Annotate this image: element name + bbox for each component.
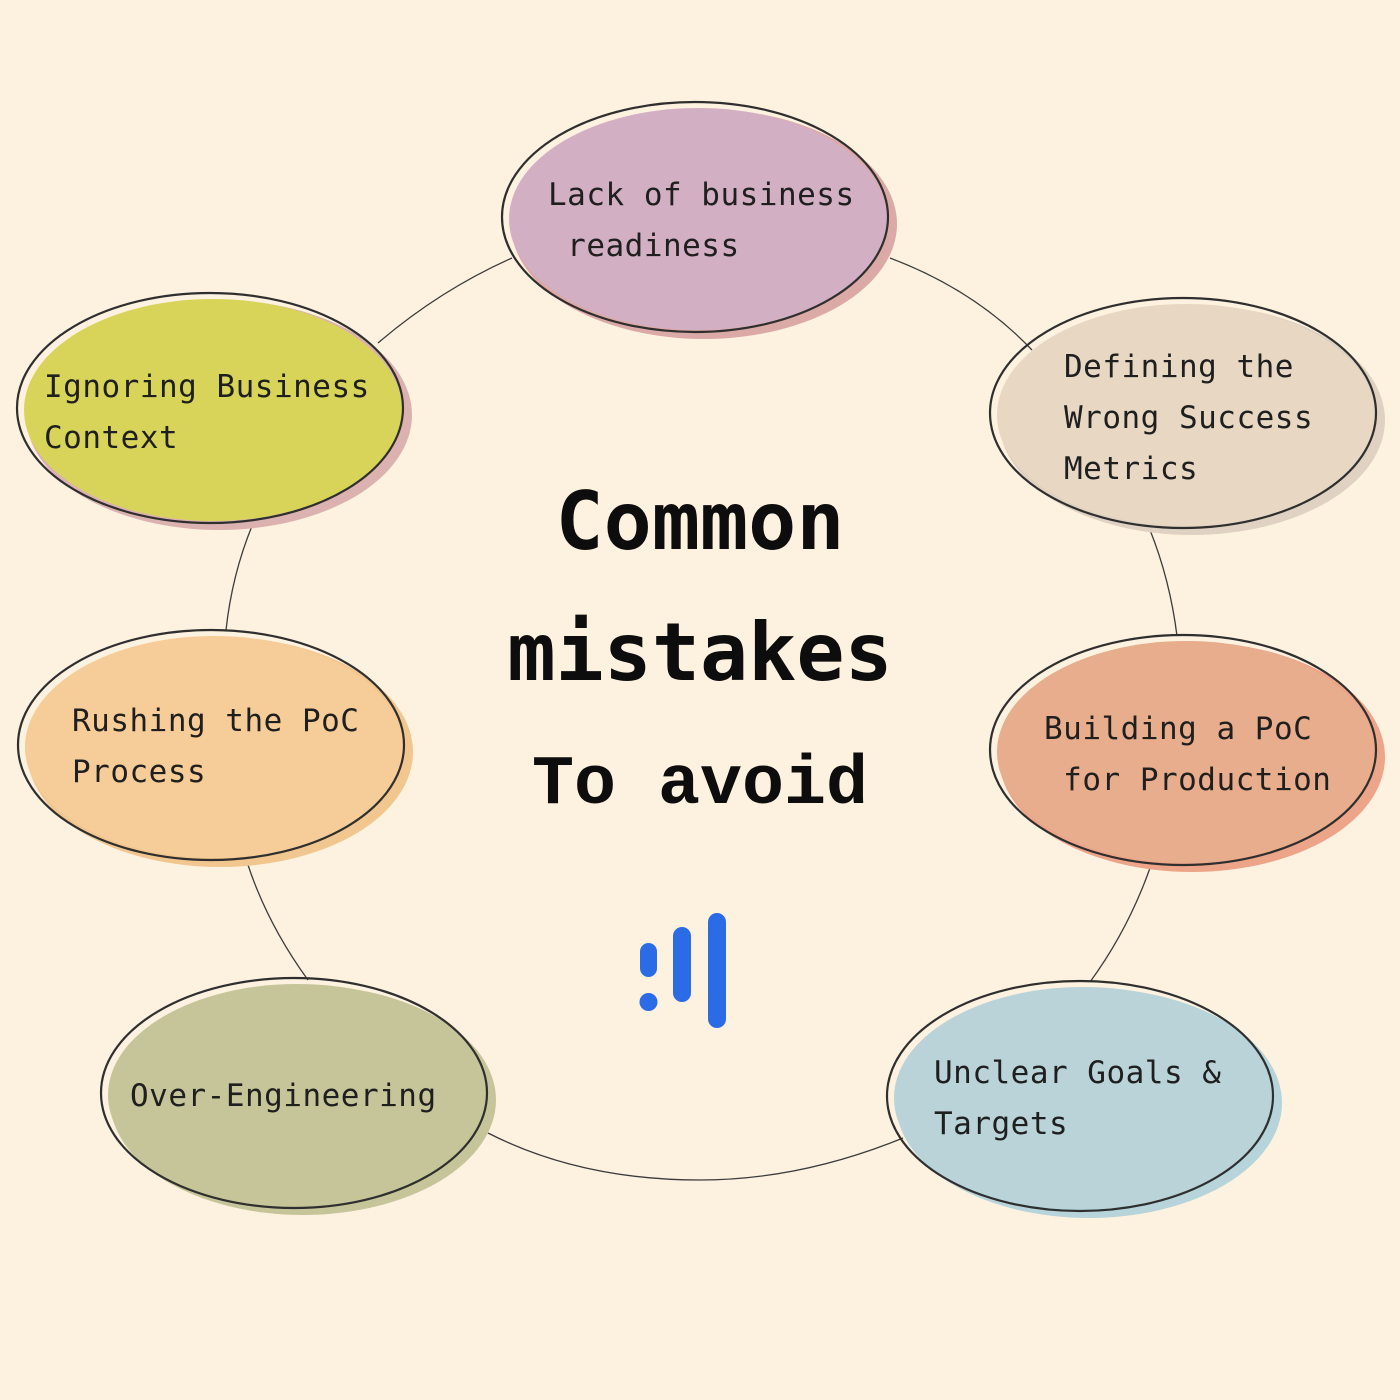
mistake-label: Ignoring Business Context: [44, 369, 370, 456]
mistake-ellipse: [15, 291, 412, 530]
mistake-node-rushing-the-poc-process: Rushing the PoC Process: [0, 610, 424, 880]
ellipse-fill: [108, 984, 486, 1206]
mistake-ellipse: [988, 296, 1385, 535]
mistake-label: Rushing the PoC Process: [72, 703, 360, 790]
mistake-ellipse: [500, 100, 897, 339]
ellipse-outline: [15, 291, 405, 525]
mistake-node-unclear-goals-targets: Unclear Goals & Targets: [867, 961, 1293, 1231]
ellipse-outline: [16, 628, 406, 862]
ellipse-fill: [25, 636, 403, 858]
mistake-node-building-poc-for-production: Building a PoC for Production: [970, 615, 1396, 885]
mistake-ellipse: [885, 979, 1282, 1218]
logo-bar-medium: [673, 927, 691, 1002]
mistake-label: Defining the Wrong Success Metrics: [1064, 349, 1314, 487]
mistake-ellipse: [16, 628, 413, 867]
title-common: Common: [555, 475, 845, 568]
mistake-node-lack-of-business-readiness: Lack of business readiness: [482, 82, 908, 352]
logo-dot: [639, 993, 658, 1011]
ellipse-outline: [885, 979, 1275, 1213]
mistake-label: Over-Engineering: [130, 1078, 437, 1114]
ellipse-fill: [24, 299, 402, 521]
connector-arc: [1089, 867, 1151, 983]
mistake-node-ignoring-business-context: Ignoring Business Context: [0, 273, 423, 543]
logo-bar-short: [640, 943, 657, 977]
subtitle-to-avoid: To avoid: [531, 746, 869, 825]
connector-arc: [247, 864, 309, 981]
mistake-node-defining-wrong-success-metrics: Defining the Wrong Success Metrics: [970, 278, 1396, 548]
mistake-ellipse: [99, 976, 496, 1215]
mistake-label: Lack of business readiness: [548, 177, 855, 264]
ellipse-outline: [988, 296, 1378, 530]
title-mistakes: mistakes: [507, 606, 893, 699]
mistake-ellipse: [988, 633, 1385, 872]
mistake-node-over-engineering: Over-Engineering: [81, 958, 507, 1228]
mistake-label: Unclear Goals & Targets: [934, 1055, 1222, 1142]
connector-arc: [889, 257, 1033, 351]
ellipse-fill: [894, 987, 1272, 1209]
bar-signal-logo-icon: [639, 913, 726, 1028]
connector-arc: [225, 525, 253, 631]
ellipse-fill: [509, 108, 887, 330]
ellipse-outline: [99, 976, 489, 1210]
ellipse-fill: [997, 304, 1375, 526]
ellipse-outline: [988, 633, 1378, 867]
logo-bar-tall: [708, 913, 726, 1028]
ellipse-fill: [997, 641, 1375, 863]
connector-arc: [487, 1132, 904, 1181]
mistake-label: Building a PoC for Production: [1044, 711, 1332, 798]
connector-arc: [1149, 529, 1178, 637]
ellipse-outline: [500, 100, 890, 334]
connector-arc: [377, 257, 513, 344]
